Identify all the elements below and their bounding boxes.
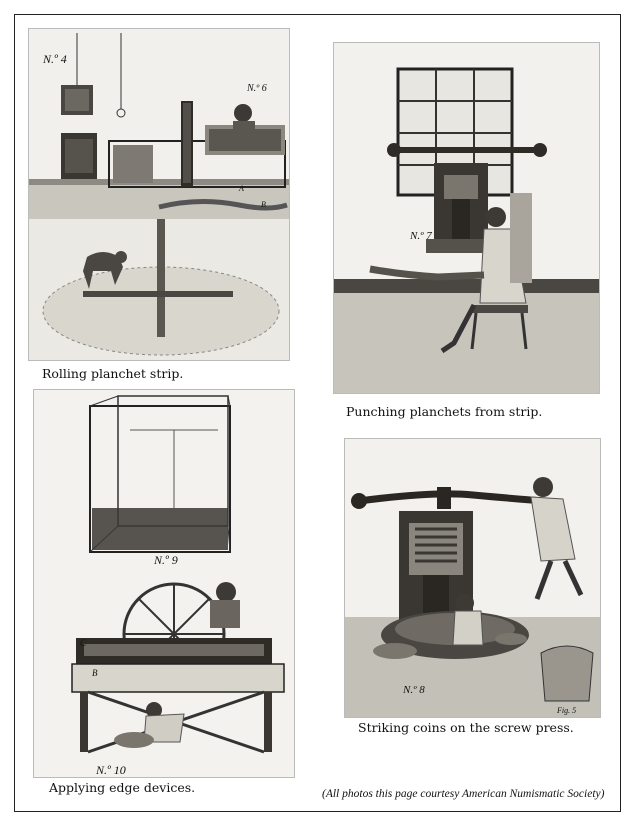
label-c: C — [80, 638, 87, 648]
caption-applying-edge-devices: Applying edge devices. — [49, 780, 196, 795]
label-b: B — [261, 200, 266, 209]
label-no7: N.º 7 — [409, 230, 432, 242]
plate-punching-planchets: N.º 7 — [333, 42, 600, 394]
page-border — [14, 14, 621, 812]
caption-striking-coins: Striking coins on the screw press. — [358, 720, 574, 735]
screw-press-engraving: N.º 8 Fig. 5 — [345, 439, 600, 717]
label-no10: N.º 10 — [95, 763, 126, 777]
label-no9: N.º 9 — [153, 553, 178, 567]
edge-marking-engraving: N.º 9 C B N.º 10 — [34, 390, 294, 777]
label-fig: Fig. 5 — [556, 706, 576, 715]
plate-striking-coins: N.º 8 Fig. 5 — [344, 438, 601, 718]
caption-rolling-planchet-strip: Rolling planchet strip. — [42, 366, 184, 381]
caption-punching-planchets: Punching planchets from strip. — [346, 404, 543, 419]
label-no8: N.º 8 — [402, 684, 425, 696]
label-b-edge: B — [92, 668, 98, 678]
plate-applying-edge-devices: N.º 9 C B N.º 10 — [33, 389, 295, 778]
label-no4: N.º 4 — [42, 52, 67, 66]
label-a: A — [238, 184, 244, 193]
plate-rolling-planchet-strip: N.º 4 N.º 6 A B — [28, 28, 290, 361]
photo-credit: (All photos this page courtesy American … — [322, 788, 605, 800]
label-no6: N.º 6 — [246, 83, 267, 94]
punching-press-engraving: N.º 7 — [334, 43, 599, 393]
rolling-mill-engraving: N.º 4 N.º 6 A B — [29, 29, 289, 360]
